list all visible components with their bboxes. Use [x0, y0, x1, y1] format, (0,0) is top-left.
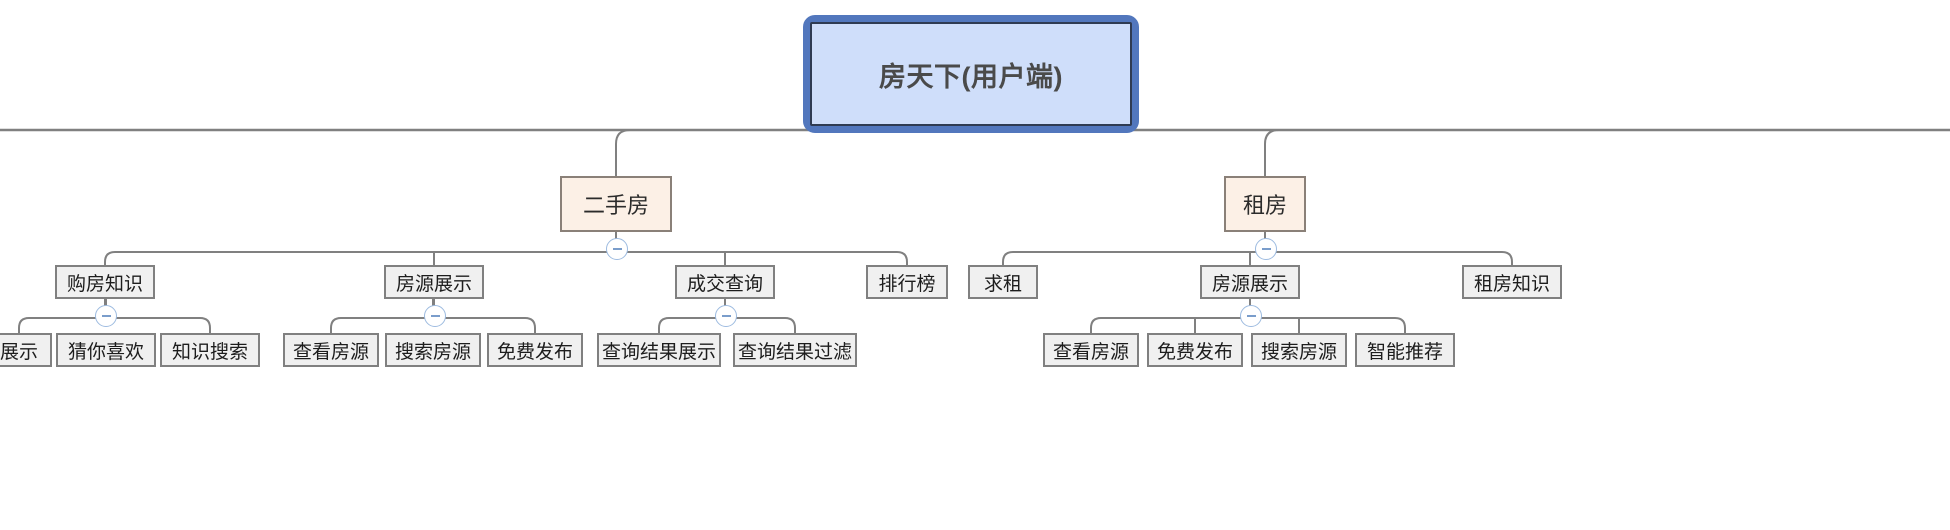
connector-line [199, 317, 211, 333]
minus-glyph [612, 248, 622, 250]
connector-line [1264, 129, 1280, 176]
node-zhineng-zf[interactable]: 智能推荐 [1355, 333, 1455, 367]
node-label: 房源展示 [395, 273, 472, 295]
node-chengjiaochaxun[interactable]: 成交查询 [675, 265, 775, 299]
node-label: 知识搜索 [171, 341, 248, 363]
node-label: 成交查询 [686, 273, 763, 295]
node-label: 智能推荐 [1366, 341, 1443, 363]
node-label: 免费发布 [1156, 341, 1233, 363]
connector-line [784, 317, 796, 333]
connector-line [615, 129, 631, 176]
node-label: 查询结果展示 [601, 341, 716, 363]
connector-line [330, 317, 342, 333]
node-paihangbang[interactable]: 排行榜 [866, 265, 948, 299]
node-zufang[interactable]: 租房 [1224, 176, 1306, 232]
node-mianfei-zf[interactable]: 免费发布 [1147, 333, 1243, 367]
node-label: 搜索房源 [1260, 341, 1337, 363]
node-caini[interactable]: 猜你喜欢 [56, 333, 156, 367]
connector-line [896, 251, 908, 265]
connector-line [18, 317, 30, 333]
node-ershoufang[interactable]: 二手房 [560, 176, 672, 232]
node-label: 二手房 [582, 193, 649, 218]
node-label: 搜索房源 [394, 341, 471, 363]
node-label: 房源展示 [1211, 273, 1288, 295]
root-node-房天下[interactable]: 房天下(用户端) [810, 22, 1132, 126]
node-label: 猜你喜欢 [67, 341, 144, 363]
node-fangyuan-2s[interactable]: 房源展示 [384, 265, 484, 299]
connector-line [658, 317, 670, 333]
collapse-minus-icon[interactable] [424, 305, 446, 327]
collapse-minus-icon[interactable] [95, 305, 117, 327]
node-label: 排行榜 [878, 273, 936, 295]
node-zufangzhishi[interactable]: 租房知识 [1462, 265, 1562, 299]
node-qiuzu[interactable]: 求租 [968, 265, 1038, 299]
minus-glyph [1261, 248, 1271, 250]
connector-line [1002, 251, 1014, 265]
node-fangyuan-zf[interactable]: 房源展示 [1200, 265, 1300, 299]
node-label: 求租 [983, 273, 1022, 295]
minus-glyph [721, 315, 731, 317]
node-chaxun-zhanshi[interactable]: 查询结果展示 [597, 333, 721, 367]
minus-glyph [101, 315, 111, 317]
node-label: 购房知识 [66, 273, 143, 295]
connector-line [1501, 251, 1513, 265]
node-label: 查看房源 [1052, 341, 1129, 363]
node-label: 租房 [1242, 193, 1287, 218]
node-goufangzhishi[interactable]: 购房知识 [55, 265, 155, 299]
node-sousuo-2s[interactable]: 搜索房源 [385, 333, 481, 367]
connector-line [1394, 317, 1406, 333]
node-chaxun-guolv[interactable]: 查询结果过滤 [733, 333, 857, 367]
minus-glyph [430, 315, 440, 317]
node-label: 租房知识 [1473, 273, 1550, 295]
node-label: 查看房源 [292, 341, 369, 363]
node-label: 查询结果过滤 [737, 341, 852, 363]
node-label: 展示 [0, 341, 38, 363]
node-zhishisousuo[interactable]: 知识搜索 [160, 333, 260, 367]
connector-line [524, 317, 536, 333]
connector-line [104, 251, 116, 265]
node-chakan-zf[interactable]: 查看房源 [1043, 333, 1139, 367]
root-node-label: 房天下(用户端) [879, 61, 1063, 92]
node-sousuo-zf[interactable]: 搜索房源 [1251, 333, 1347, 367]
collapse-minus-icon[interactable] [715, 305, 737, 327]
collapse-minus-icon[interactable] [1255, 238, 1277, 260]
node-chakan-2s[interactable]: 查看房源 [283, 333, 379, 367]
connector-line [1090, 317, 1102, 333]
minus-glyph [1246, 315, 1256, 317]
node-mianfei-2s[interactable]: 免费发布 [487, 333, 583, 367]
collapse-minus-icon[interactable] [606, 238, 628, 260]
node-label: 免费发布 [496, 341, 573, 363]
node-zhanshi[interactable]: 展示 [0, 333, 52, 367]
collapse-minus-icon[interactable] [1240, 305, 1262, 327]
